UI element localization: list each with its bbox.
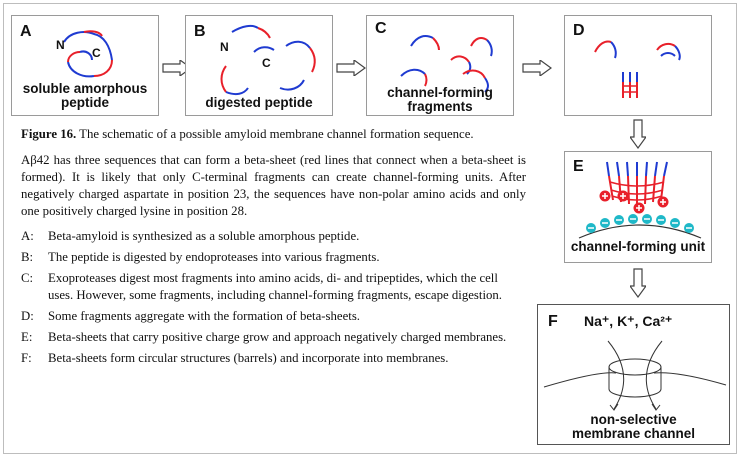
figure-label: Figure 16. — [21, 127, 77, 141]
arrow-c-to-d-icon — [522, 60, 552, 76]
arrow-d-to-e-icon — [630, 119, 646, 149]
panel-b-n-terminus: N — [220, 40, 229, 54]
panel-c-fragments-drawing — [400, 35, 493, 93]
list-item-key: C: — [21, 271, 34, 285]
panel-c-caption-line1: channel-forming — [387, 85, 493, 100]
panel-f-caption-line2: membrane channel — [571, 426, 696, 441]
panel-a-peptide-drawing — [63, 30, 113, 78]
panel-e-caption: channel-forming unit — [565, 240, 711, 254]
panel-c-letter: C — [375, 20, 387, 37]
list-item-text: Exoproteases digest most fragments into … — [48, 271, 503, 302]
panel-d-letter: D — [573, 22, 585, 39]
panel-a-caption-line2: peptide — [60, 95, 109, 110]
panel-f: F Na⁺, K⁺, Ca²⁺ non-selective membrane c… — [537, 304, 730, 445]
panel-b-caption-line1: digested peptide — [205, 95, 313, 110]
panel-a-n-terminus: N — [56, 38, 65, 52]
panel-b-caption: digested peptide — [186, 96, 332, 110]
panel-f-caption: non-selective membrane channel — [538, 413, 729, 441]
list-item: F: Beta-sheets form circular structures (… — [21, 350, 526, 367]
panel-a-c-terminus: C — [92, 46, 101, 60]
negative-charge-icon — [586, 214, 694, 233]
panel-e-caption-line1: channel-forming unit — [570, 239, 706, 254]
list-item-key: D: — [21, 309, 34, 323]
panel-f-ions: Na⁺, K⁺, Ca²⁺ — [584, 313, 673, 329]
panel-e: E — [564, 151, 712, 263]
panel-c: C channel-forming fragments — [366, 15, 514, 116]
list-item: B: The peptide is digested by endoproteas… — [21, 249, 526, 266]
panel-e-unit-drawing — [578, 161, 702, 239]
panel-a-caption-line1: soluble amorphous — [22, 81, 148, 96]
list-item: A: Beta-amyloid is synthesized as a solub… — [21, 228, 526, 245]
arrow-b-to-c-icon — [336, 60, 366, 76]
list-item-text: Beta-sheets that carry positive charge g… — [48, 330, 507, 344]
panel-e-letter: E — [573, 158, 584, 175]
figure-caption: Figure 16. The schematic of a possible a… — [21, 126, 526, 371]
list-item-key: F: — [21, 351, 32, 365]
list-item-key: E: — [21, 330, 33, 344]
panel-d-aggregate-drawing — [594, 40, 681, 98]
figure-frame — [3, 3, 737, 454]
panel-f-channel-drawing — [543, 340, 727, 411]
list-item: E: Beta-sheets that carry positive charge… — [21, 329, 526, 346]
list-item-text: Beta-amyloid is synthesized as a soluble… — [48, 229, 360, 243]
figure-paragraph: Aβ42 has three sequences that can form a… — [21, 153, 526, 218]
list-item-text: The peptide is digested by endoproteases… — [48, 250, 380, 264]
panel-f-caption-line1: non-selective — [590, 412, 677, 427]
panel-a-caption: soluble amorphous peptide — [12, 82, 158, 110]
panel-a: A N C soluble amorphous peptide — [11, 15, 159, 116]
list-item-text: Beta-sheets form circular structures (ba… — [48, 351, 449, 365]
arrow-e-to-f-icon — [630, 268, 646, 298]
panel-b: B N C digested peptide — [185, 15, 333, 116]
panel-c-caption: channel-forming fragments — [367, 86, 513, 114]
panel-b-fragments-drawing — [220, 24, 316, 96]
panel-c-caption-line2: fragments — [407, 99, 473, 114]
figure-title: Figure 16. The schematic of a possible a… — [21, 126, 526, 143]
list-item: C: Exoproteases digest most fragments int… — [21, 270, 526, 304]
positive-charge-icon — [599, 190, 669, 214]
figure-title-text: The schematic of a possible amyloid memb… — [76, 127, 474, 141]
panel-f-letter: F — [548, 313, 558, 330]
panel-b-letter: B — [194, 23, 206, 40]
list-item-key: A: — [21, 229, 34, 243]
panel-d: D — [564, 15, 712, 116]
panel-a-letter: A — [20, 23, 32, 40]
list-item: D: Some fragments aggregate with the form… — [21, 308, 526, 325]
list-item-key: B: — [21, 250, 34, 264]
panel-b-c-terminus: C — [262, 56, 271, 70]
list-item-text: Some fragments aggregate with the format… — [48, 309, 360, 323]
